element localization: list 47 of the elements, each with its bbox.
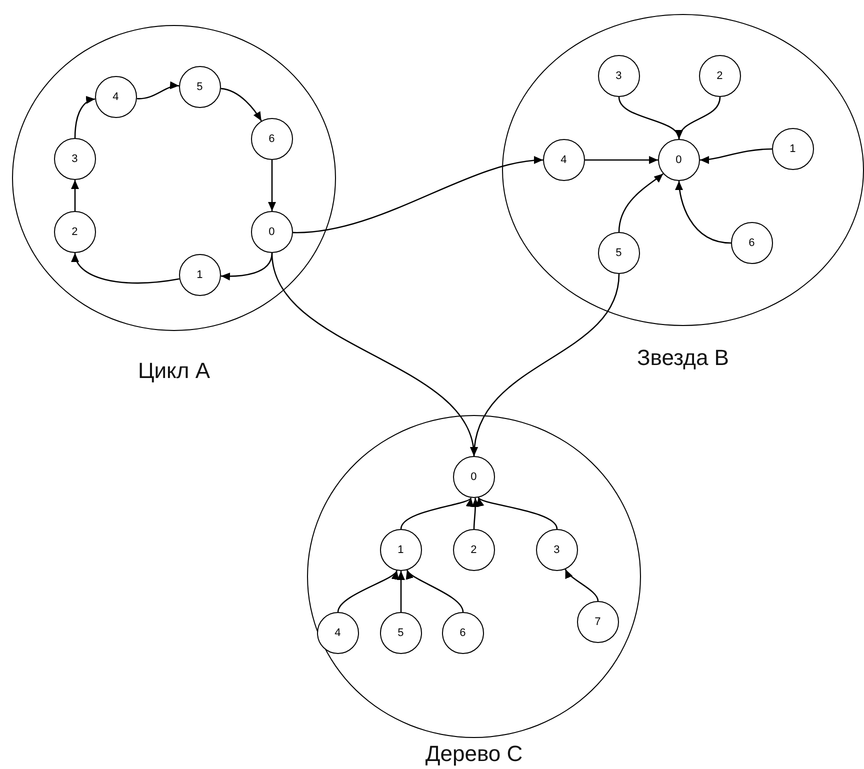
graph-node: 5	[598, 232, 640, 274]
graph-node: 4	[94, 76, 137, 118]
arrow	[268, 160, 276, 211]
arrow	[618, 173, 664, 232]
arrow	[337, 570, 398, 612]
arrow	[675, 180, 732, 244]
graph-node: 2	[54, 210, 96, 253]
arrow	[471, 274, 620, 456]
arrow	[220, 252, 273, 280]
arrow	[478, 497, 558, 530]
graph-node: 5	[380, 612, 422, 654]
arrow	[397, 571, 405, 612]
arrow	[292, 156, 544, 234]
graph-node: 3	[536, 528, 578, 571]
graph-node: 0	[658, 138, 700, 181]
graph-node: 4	[316, 612, 359, 654]
arrow	[72, 252, 180, 284]
graph-node: 6	[442, 612, 484, 654]
graph-node: 1	[380, 528, 422, 571]
graph-node: 7	[576, 600, 619, 643]
arrow	[472, 498, 480, 530]
graph-node: 5	[178, 66, 221, 108]
graph-node: 4	[542, 138, 585, 181]
cluster-label: Цикл А	[138, 358, 210, 384]
arrow	[585, 156, 658, 164]
arrow	[136, 82, 180, 100]
cluster-label: Дерево С	[425, 741, 523, 767]
graph-node: 1	[772, 128, 814, 170]
graph-node: 6	[250, 118, 293, 160]
arrow	[71, 180, 79, 211]
graph-node: 0	[250, 210, 293, 253]
arrow	[406, 570, 464, 612]
graph-node: 1	[178, 254, 221, 296]
graph-node: 2	[698, 54, 741, 97]
arrow	[676, 96, 721, 140]
arrow	[618, 96, 681, 140]
graph-node: 2	[452, 528, 495, 571]
graph-node: 3	[598, 54, 640, 97]
arrow	[564, 568, 599, 602]
graph-node: 6	[730, 222, 773, 264]
arrow	[74, 96, 96, 138]
graph-node: 0	[452, 456, 495, 498]
arrow	[400, 497, 472, 530]
arrow	[700, 148, 772, 164]
cluster-label: Звезда В	[637, 345, 729, 371]
arrow	[220, 88, 262, 122]
graph-node: 3	[54, 138, 96, 180]
